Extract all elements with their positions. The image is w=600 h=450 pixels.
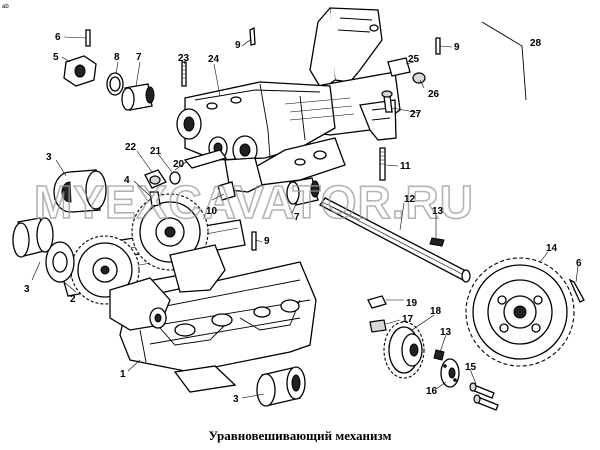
- figure-caption: Уравновешивающий механизм: [209, 428, 392, 443]
- large-gear-part: [465, 257, 575, 367]
- callout-3-bearing-top-left: 3: [46, 152, 52, 163]
- callout-13-key-bottom: 13: [440, 327, 452, 338]
- washer-part: [440, 358, 460, 388]
- callout-20: 20: [173, 159, 185, 170]
- callout-1-lower-housing: 1: [120, 369, 126, 380]
- callout-25: 25: [408, 54, 420, 65]
- fasteners-top-right: [381, 57, 426, 113]
- callout-24-housing: 24: [208, 54, 220, 65]
- parts-drawing: [12, 7, 585, 411]
- bottom-bearing-part: [256, 366, 306, 407]
- callout-18-small-gear: 18: [430, 306, 442, 317]
- watermark-text: MYEXCAVATOR.RU: [34, 176, 474, 228]
- bushing-part-middle: [286, 177, 320, 206]
- upper-housing-part: [176, 7, 401, 193]
- callout-11-stud: 11: [400, 161, 411, 172]
- callout-4: 4: [124, 175, 130, 186]
- callout-7-bushing-middle: 7: [294, 212, 300, 223]
- leader-lines: [31, 36, 579, 399]
- callout-28: 28: [530, 38, 542, 49]
- callout-10: 10: [206, 206, 218, 217]
- callout-14-gear: 14: [546, 243, 558, 254]
- corner-mark: ab: [2, 4, 9, 10]
- long-shaft-part: [319, 197, 471, 283]
- fasteners-bottom-middle: [367, 295, 387, 333]
- callout-9-pin-right: 9: [454, 42, 460, 53]
- ring-part: [106, 72, 124, 96]
- callout-7-bushing-top: 7: [136, 52, 142, 63]
- callout-13-key-top: 13: [432, 206, 444, 217]
- callout-9-pin-top: 9: [235, 40, 241, 51]
- fasteners-middle-left: [144, 149, 236, 207]
- callout-6-pin-top: 6: [55, 32, 61, 43]
- callout-12-shaft: 12: [404, 194, 416, 205]
- callout-3-bearing-left: 3: [24, 284, 30, 295]
- callout-labels: 6 5 8 7 23 9 24 9 28 25 26 27 3 22 21 20…: [24, 32, 582, 405]
- callout-16-washer: 16: [426, 386, 438, 397]
- callout-6-pin-right: 6: [576, 258, 582, 269]
- bushing-part-top: [121, 83, 155, 111]
- callout-26: 26: [428, 89, 440, 100]
- callout-21: 21: [150, 146, 162, 157]
- callout-9-pin-middle: 9: [264, 236, 270, 247]
- callout-8-ring: 8: [114, 52, 120, 63]
- pins-part: [85, 26, 585, 303]
- callout-2: 2: [70, 294, 76, 305]
- callout-15-bolts: 15: [465, 362, 477, 373]
- callout-23-pin: 23: [178, 53, 190, 64]
- key-parts: [429, 237, 445, 361]
- balance-shaft-assembly: [12, 169, 246, 331]
- callout-17: 17: [402, 314, 414, 325]
- callout-27: 27: [410, 109, 422, 120]
- small-gear-part: [383, 321, 425, 379]
- callout-19: 19: [406, 298, 418, 309]
- callout-22: 22: [125, 142, 137, 153]
- stud-part: [379, 147, 386, 181]
- callout-3-bearing-bottom: 3: [233, 394, 239, 405]
- nut-part: [63, 55, 97, 87]
- bolts-part: [469, 382, 499, 411]
- callout-5-nut: 5: [53, 52, 59, 63]
- leader-28-outline: [481, 21, 527, 101]
- lower-housing-part: [119, 261, 317, 393]
